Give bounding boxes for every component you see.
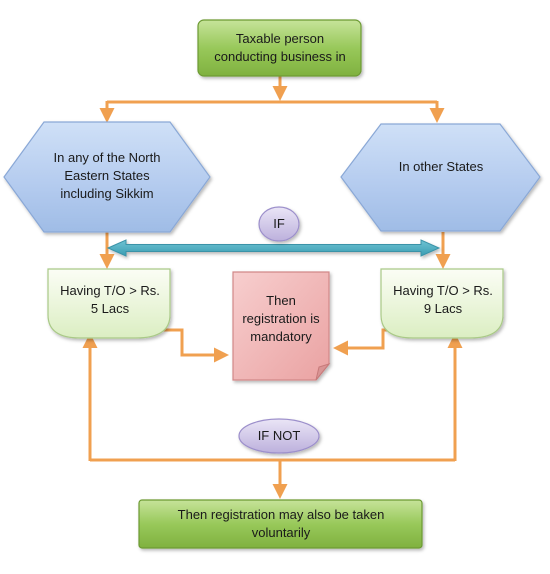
voluntary-label: Then registration may also be taken volu… <box>177 507 385 540</box>
if-label: IF <box>273 216 285 231</box>
other-states-hexagon <box>340 123 541 232</box>
turnover-other-box <box>380 268 504 339</box>
if-not-label: IF NOT <box>257 428 301 443</box>
start-label: Taxable person conducting business in <box>214 31 346 64</box>
turnover-ne-box <box>47 268 171 339</box>
double-arrow-if <box>106 239 441 257</box>
mandatory-note <box>232 271 331 381</box>
north-east-label: In any of the North Eastern States inclu… <box>53 150 161 201</box>
turnover-other-label: Having T/O > Rs. 9 Lacs <box>393 283 493 316</box>
other-states-label: In other States <box>398 159 484 174</box>
voluntary-box <box>138 499 423 549</box>
turnover-ne-label: Having T/O > Rs. 5 Lacs <box>60 283 160 316</box>
connector-turnover-other-to-mandatory <box>333 328 397 356</box>
mandatory-label: Then registration is mandatory <box>242 293 320 344</box>
if-oval <box>258 206 300 242</box>
start-box <box>197 19 362 77</box>
north-east-hexagon <box>3 121 211 233</box>
if-not-oval <box>238 418 320 454</box>
